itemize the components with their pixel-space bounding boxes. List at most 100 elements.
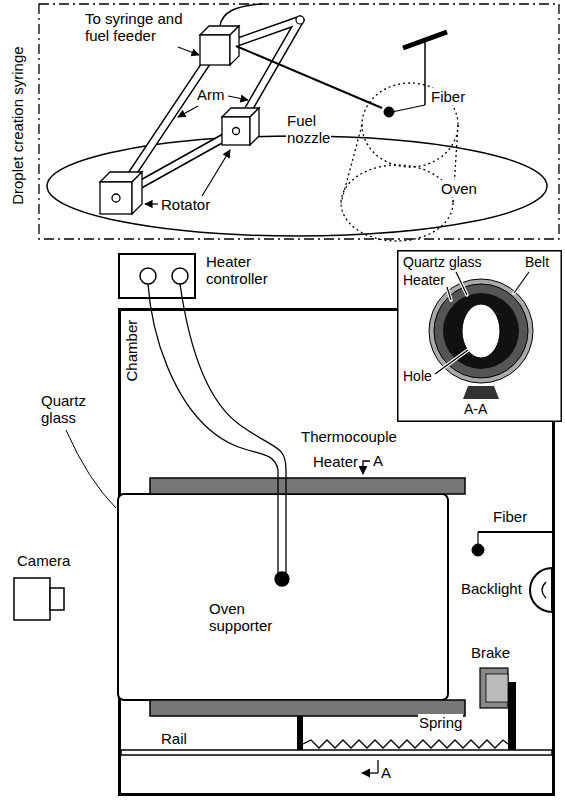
heater-controller-box xyxy=(172,268,188,284)
rail xyxy=(121,750,552,755)
section-marker xyxy=(377,760,378,773)
pointer-arrow xyxy=(202,150,230,196)
rotator-block xyxy=(100,26,259,214)
part-label: Fiber xyxy=(492,508,528,525)
thermocouple-wire xyxy=(180,284,286,575)
section-inset xyxy=(429,279,533,383)
section-inset xyxy=(434,284,528,378)
pointer-arrow xyxy=(228,96,248,100)
oven-outline xyxy=(341,165,453,241)
fiber xyxy=(472,532,552,556)
pointer-arrow xyxy=(145,203,158,204)
arm-bar xyxy=(116,20,300,198)
section-inset xyxy=(463,386,499,399)
fiber-holder xyxy=(384,107,394,117)
section-marker xyxy=(362,461,378,773)
part-label: Rotator xyxy=(160,196,211,213)
rotator-block xyxy=(132,172,142,214)
part-label: Oven xyxy=(440,180,478,197)
chamber: Chamber xyxy=(118,308,555,796)
oven-supporter xyxy=(297,716,303,750)
syringe-frame-outline xyxy=(39,4,559,239)
brake xyxy=(508,682,516,750)
heater-controller-box: Heater controller xyxy=(118,253,196,299)
thermocouple-wire xyxy=(275,572,289,586)
part-label: Brake xyxy=(470,644,511,661)
section-marker xyxy=(363,461,370,474)
rotator-block xyxy=(200,35,230,65)
spring xyxy=(303,740,508,748)
rotator-block xyxy=(112,194,120,202)
pointer-arrow xyxy=(178,106,198,117)
thermocouple-wire xyxy=(148,284,289,586)
section-inset: Quartz glassHeaterBeltHoleA-A xyxy=(397,250,562,422)
rotator-block xyxy=(222,117,250,145)
oven-outline xyxy=(341,125,362,203)
fuel-nozzle xyxy=(236,46,382,108)
thermocouple-wire xyxy=(148,284,278,575)
section-name: A-A xyxy=(464,401,487,417)
section-mark: A xyxy=(372,452,384,469)
fiber xyxy=(478,531,552,533)
spring xyxy=(303,740,508,748)
arm-bar xyxy=(296,16,304,24)
section-inset xyxy=(398,251,562,422)
part-label: Arm xyxy=(196,86,226,103)
part-label: Heater xyxy=(312,453,359,470)
fuel-nozzle xyxy=(220,4,262,26)
part-label: Backlight xyxy=(460,580,523,597)
fiber xyxy=(477,532,478,545)
part-name: Chamber xyxy=(123,319,140,381)
leader-line xyxy=(435,272,529,374)
part-name: Heater controller xyxy=(206,253,268,288)
syringe-frame-outline xyxy=(39,4,559,239)
arm-bar xyxy=(116,20,300,198)
leader-line xyxy=(435,272,529,374)
backlight xyxy=(530,568,552,612)
oven-supporter xyxy=(297,716,303,750)
turntable xyxy=(47,136,547,236)
part-name: Quartz glass xyxy=(403,254,482,270)
part-label: Camera xyxy=(16,552,71,569)
heater-band xyxy=(150,478,465,716)
brake xyxy=(480,668,508,708)
camera xyxy=(14,578,50,620)
pointer-arrow xyxy=(178,47,199,55)
rotator-block xyxy=(233,128,240,135)
brake xyxy=(480,668,516,750)
part-label: Oven supporter xyxy=(208,600,273,635)
fiber xyxy=(472,544,484,556)
leader-line xyxy=(66,430,116,508)
pointer-arrow xyxy=(145,47,248,204)
leader-line xyxy=(456,272,467,295)
oven-body xyxy=(118,494,448,700)
part-name: Belt xyxy=(525,254,549,270)
rotator-block xyxy=(100,182,132,214)
part-label: Thermocouple xyxy=(300,428,398,445)
part-label: Spring xyxy=(418,714,463,731)
heater-controller-box xyxy=(119,254,195,298)
section-mark: A xyxy=(380,764,392,781)
turntable xyxy=(47,136,547,236)
oven-body xyxy=(118,494,448,700)
section-inset xyxy=(443,293,519,369)
leader-line xyxy=(514,272,529,293)
leader-line xyxy=(435,350,468,374)
camera xyxy=(50,588,64,610)
section-marker xyxy=(362,772,378,773)
heater-controller-box xyxy=(140,268,156,284)
backlight xyxy=(530,568,552,612)
rotator-block xyxy=(250,108,259,145)
heater-band xyxy=(150,478,465,494)
leader-line xyxy=(514,272,529,293)
leader-line xyxy=(447,287,451,300)
leader-line xyxy=(66,430,116,508)
leader-line xyxy=(456,272,467,295)
part-name: Hole xyxy=(403,368,432,384)
part-label: Fiber xyxy=(430,88,466,105)
part-label: Rail xyxy=(160,730,188,747)
rail xyxy=(121,750,552,755)
fiber-holder xyxy=(424,40,426,105)
camera xyxy=(14,578,64,620)
fuel-nozzle xyxy=(220,4,382,108)
